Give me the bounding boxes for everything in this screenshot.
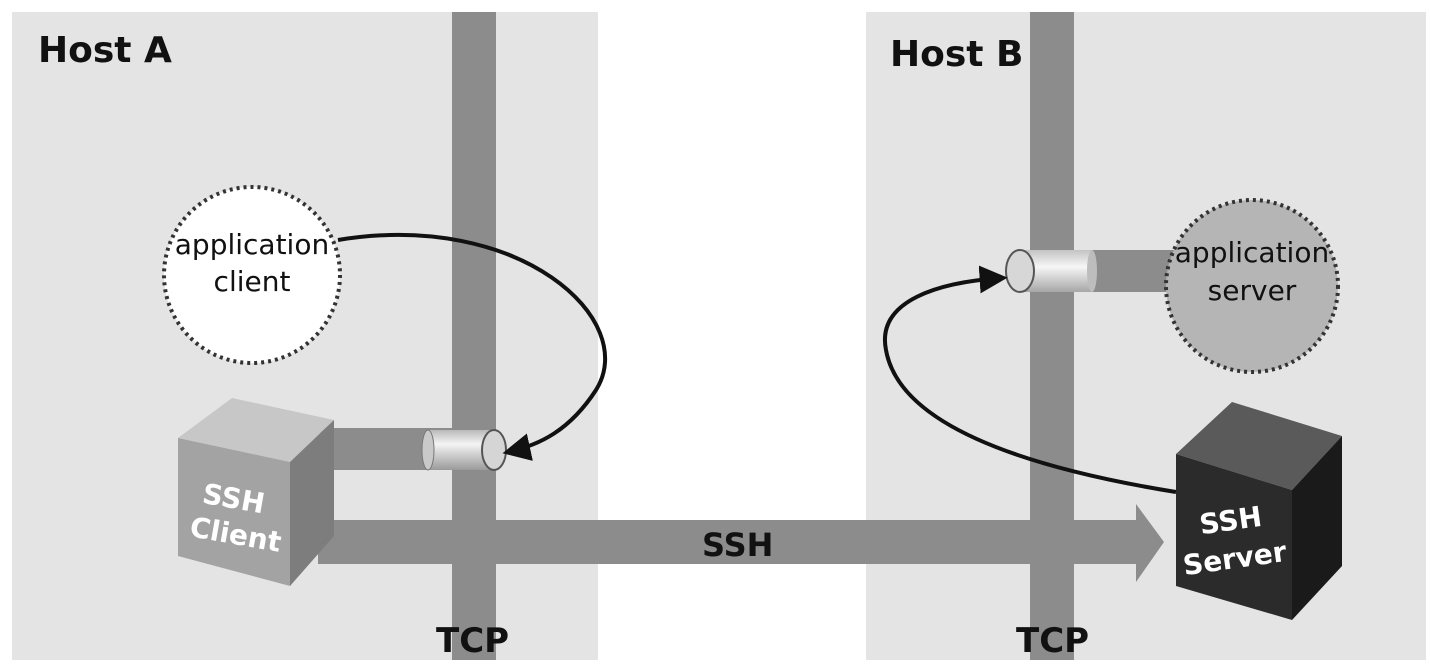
ssh-tunnel-label: SSH	[702, 526, 773, 564]
host-a-title: Host A	[38, 30, 172, 71]
server-to-remote-port-arrow	[882, 265, 1177, 494]
host-b-title: Host B	[890, 34, 1023, 75]
tcp-label-host-a: TCP	[436, 621, 509, 661]
ssh-tunnel-arrow	[318, 504, 1164, 582]
application-client-label-line1: application	[175, 228, 329, 261]
ssh-client-box	[178, 398, 334, 586]
local-port-cylinder	[421, 429, 507, 471]
application-client-node	[162, 185, 342, 365]
application-server-node	[1164, 198, 1340, 374]
tcp-label-host-b: TCP	[1016, 621, 1089, 661]
client-to-local-port-arrow	[337, 233, 608, 461]
application-client-label-line2: client	[214, 265, 291, 298]
ssh-server-box	[1176, 402, 1342, 620]
remote-port-cylinder	[1005, 249, 1097, 293]
application-server-label-line2: server	[1208, 274, 1297, 307]
application-server-label-line1: application	[1175, 236, 1329, 269]
